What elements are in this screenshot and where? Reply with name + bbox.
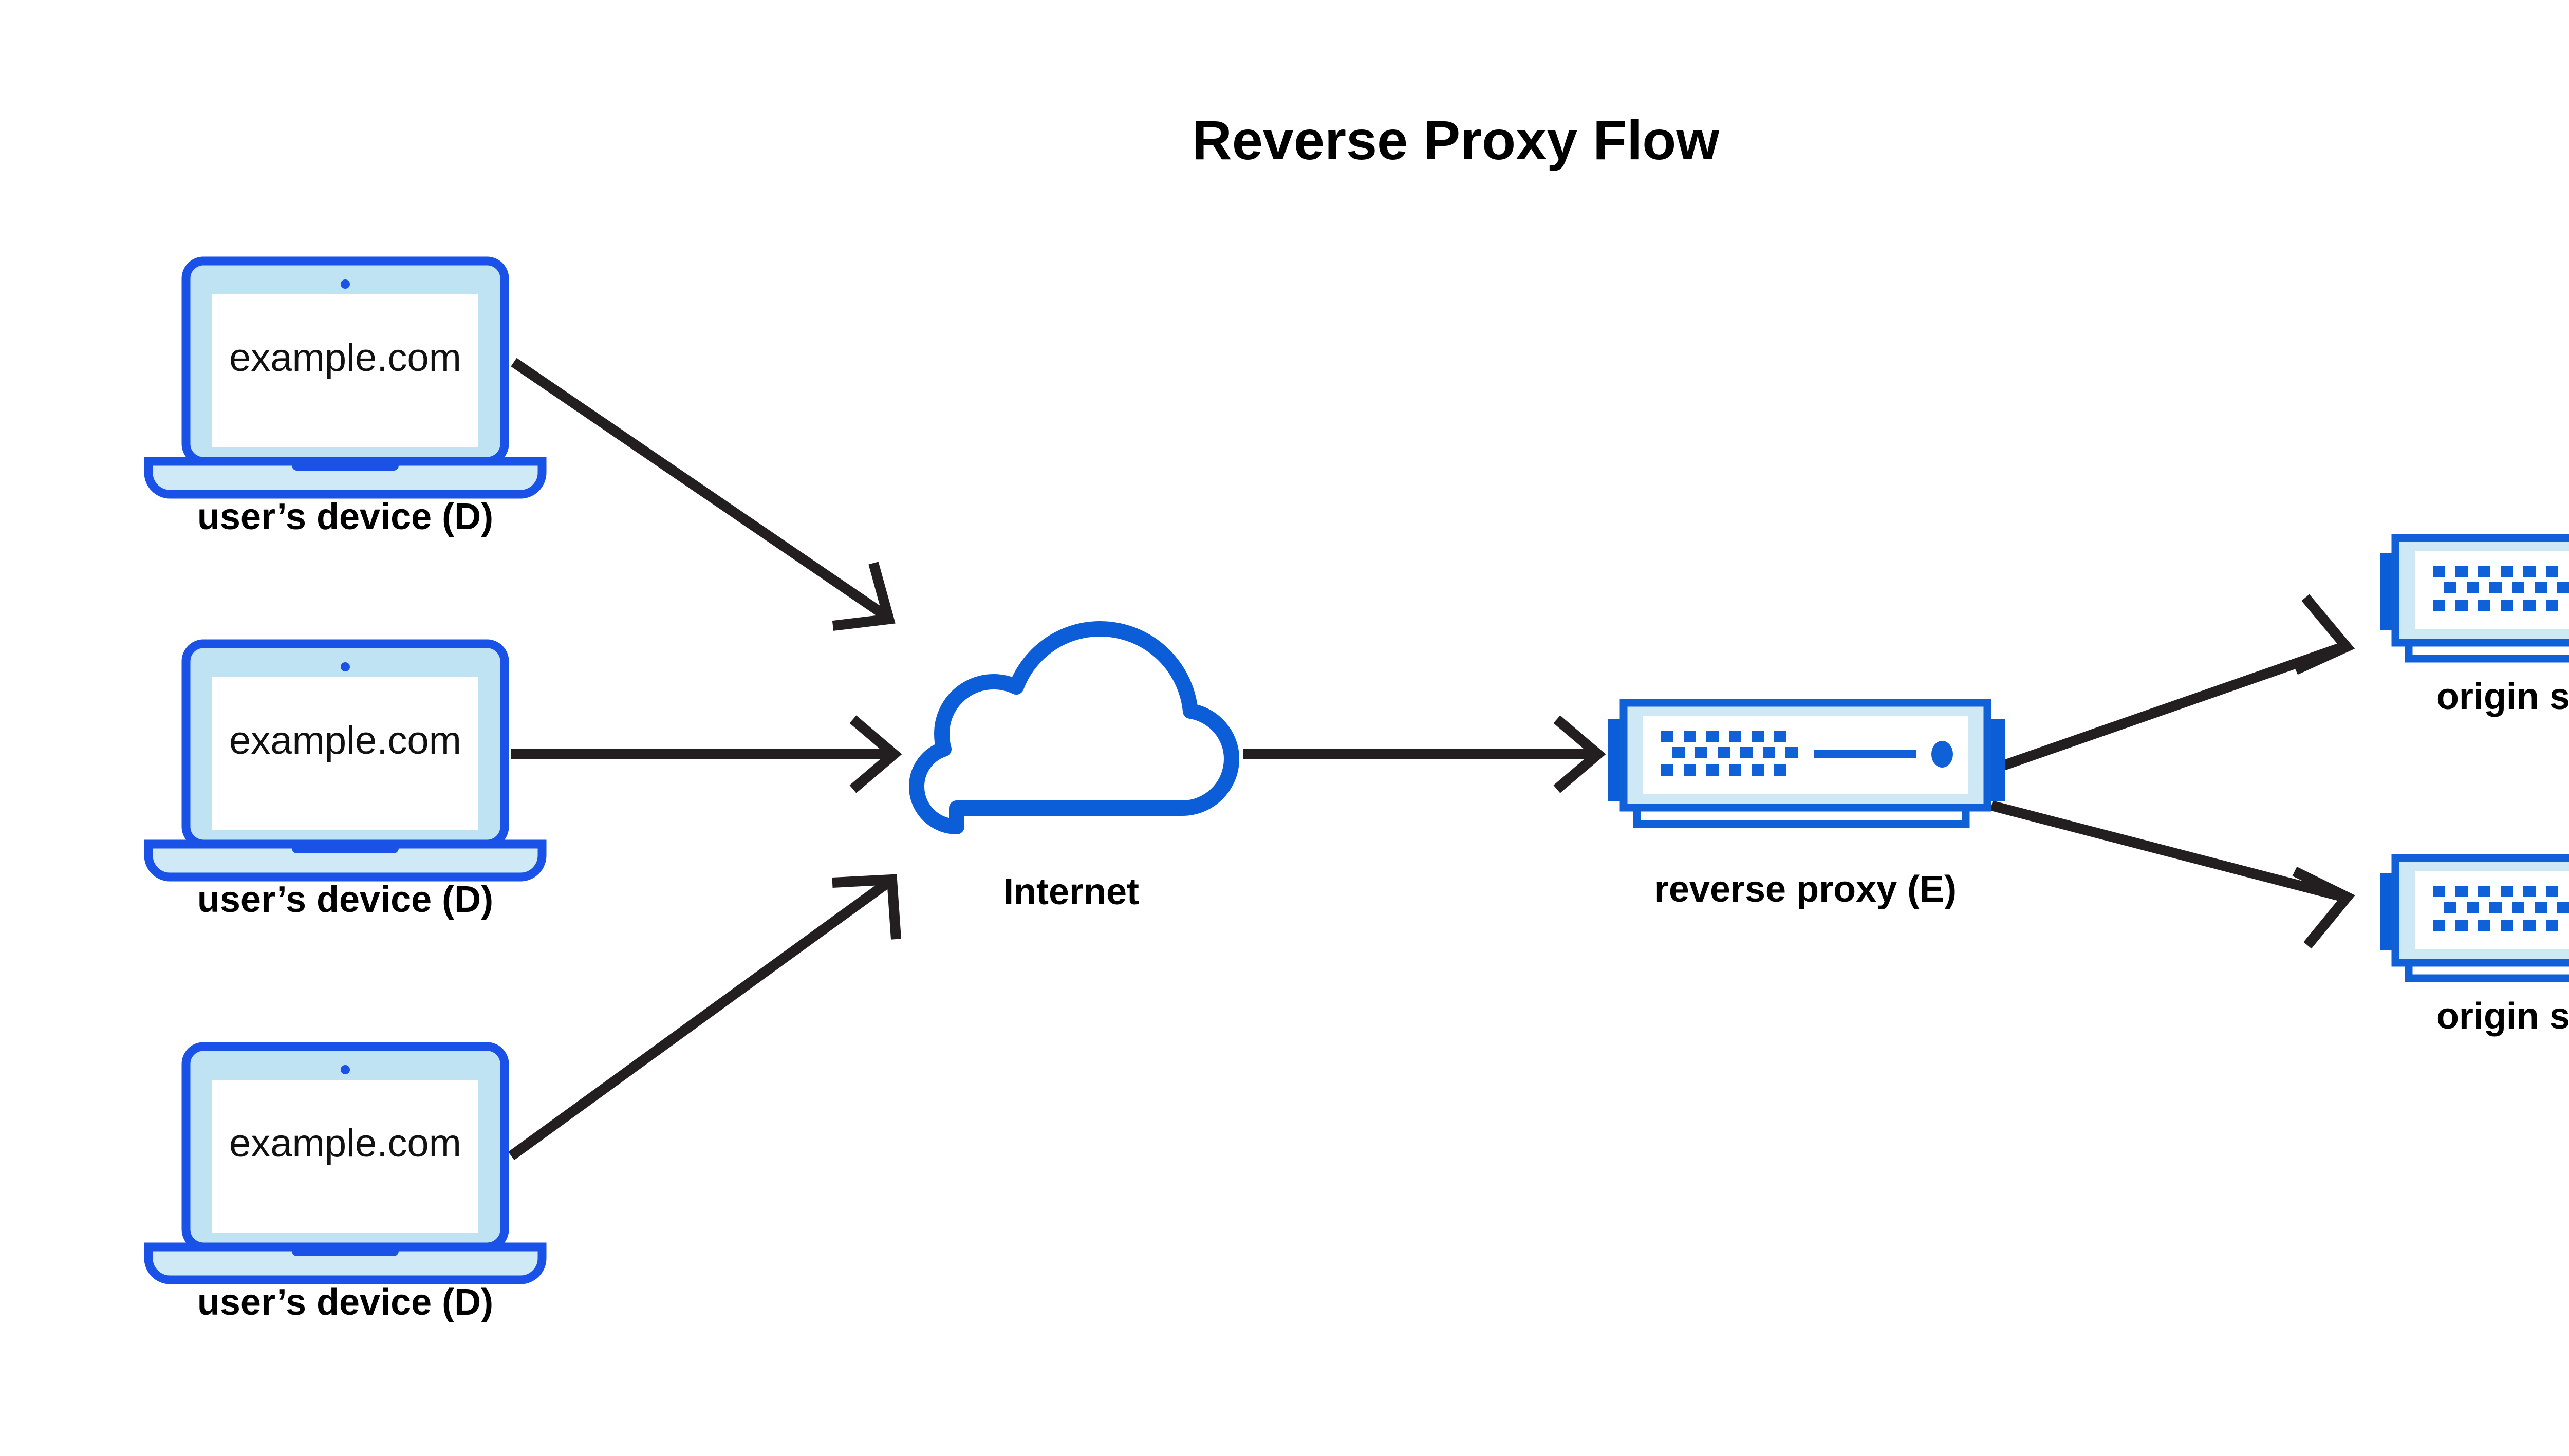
laptop-camera-icon [341, 1065, 350, 1074]
laptop-screen-text: example.com [229, 1122, 461, 1165]
node-label-internet: Internet [1003, 871, 1139, 912]
arrow-internet-to-reverse-proxy [1243, 715, 1606, 793]
node-internet[interactable]: Internet [909, 621, 1239, 912]
laptop-icon [144, 256, 547, 499]
arrow-reverse-proxy-to-origin-bottom [1990, 800, 2355, 949]
connections-layer [508, 358, 2355, 1161]
node-label-device-top: user’s device (D) [197, 496, 493, 537]
laptop-screen-text: example.com [229, 336, 461, 380]
laptop-icon [144, 639, 547, 882]
arrow-device-bottom-to-internet [508, 874, 901, 1161]
server-icon [2380, 534, 2569, 663]
node-label-reverse-proxy: reverse proxy (E) [1654, 869, 1957, 910]
node-label-device-middle: user’s device (D) [197, 879, 493, 920]
server-led-grid [2433, 566, 2569, 611]
arrow-reverse-proxy-to-origin-top [1989, 594, 2355, 775]
laptop-screen-text: example.com [229, 719, 461, 762]
laptop-trackpad-notch [292, 844, 399, 853]
server-led-grid [1661, 731, 1798, 776]
laptop-icon [144, 1042, 547, 1284]
server-icon [1608, 699, 2005, 828]
node-label-device-bottom: user’s device (D) [197, 1282, 493, 1323]
laptop-base [144, 457, 547, 499]
arrow-device-middle-to-internet [511, 715, 902, 793]
laptop-screen [212, 677, 478, 830]
node-origin-server-bottom[interactable]: origin server (F) [2380, 854, 2569, 1037]
page-title: Reverse Proxy Flow [1192, 109, 1720, 171]
server-icon [2380, 854, 2569, 982]
laptop-trackpad-notch [292, 461, 399, 471]
node-label-origin-server-bottom: origin server (F) [2436, 996, 2569, 1037]
laptop-base [144, 1242, 547, 1284]
laptop-base [144, 839, 547, 882]
server-panel [1643, 716, 1968, 794]
server-led-grid [2433, 886, 2569, 931]
laptop-camera-icon [341, 662, 350, 671]
laptop-screen [212, 294, 478, 447]
laptop-screen [212, 1080, 478, 1233]
laptop-trackpad-notch [292, 1247, 399, 1256]
cloud-icon [909, 621, 1239, 834]
node-device-middle[interactable]: example.com user’s device (D) [144, 639, 547, 920]
node-device-bottom[interactable]: example.com user’s device (D) [144, 1042, 547, 1323]
server-status-dot-icon [1931, 741, 1953, 768]
node-reverse-proxy[interactable]: reverse proxy (E) [1608, 699, 2005, 910]
arrow-device-top-to-internet [511, 358, 896, 631]
node-device-top[interactable]: example.com user’s device (D) [144, 256, 547, 537]
node-label-origin-server-top: origin server (F) [2436, 676, 2569, 717]
laptop-camera-icon [341, 279, 350, 289]
node-origin-server-top[interactable]: origin server (F) [2380, 534, 2569, 717]
